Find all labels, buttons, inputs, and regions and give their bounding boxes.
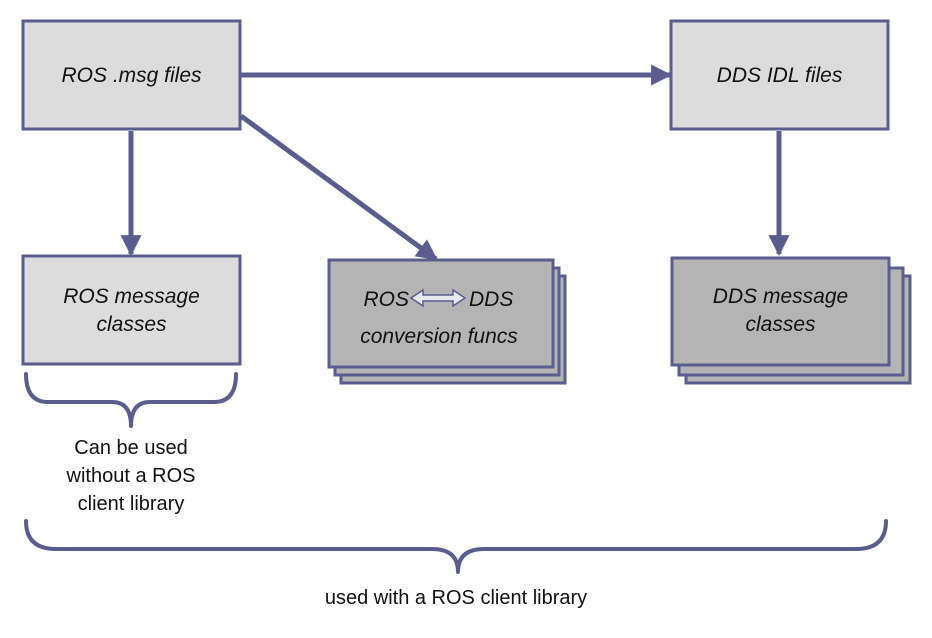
ros-message-classes-line1: ROS message xyxy=(63,285,200,308)
stack-layer-front xyxy=(670,256,891,367)
arrows xyxy=(120,64,790,262)
dds-message-classes-line2: classes xyxy=(745,313,816,336)
conversion-ros-label: ROS xyxy=(363,288,409,311)
arrow-msg-to-conversion xyxy=(239,113,438,262)
node-ros-message-classes: ROS message classes xyxy=(21,254,242,366)
node-conversion-funcs: ROS DDS conversion funcs xyxy=(327,258,567,385)
node-dds-idl-files: DDS IDL files xyxy=(669,19,890,131)
ros-msg-files-label: ROS .msg files xyxy=(61,64,202,87)
dds-idl-files-label: DDS IDL files xyxy=(717,64,843,87)
dds-message-classes-line1: DDS message xyxy=(713,285,848,308)
brace-small xyxy=(24,372,238,428)
annotation-line2: without a ROS xyxy=(66,465,196,487)
double-arrow-icon xyxy=(409,288,467,308)
ros-message-classes-line2: classes xyxy=(96,313,167,336)
annotation-without-client-lib: Can be used without a ROS client library xyxy=(66,437,196,515)
annotation-with-client-lib: used with a ROS client library xyxy=(325,587,587,609)
conversion-funcs-label: conversion funcs xyxy=(360,325,518,348)
node-dds-message-classes: DDS message classes xyxy=(670,256,912,385)
node-ros-msg-files: ROS .msg files xyxy=(21,19,242,131)
annotation-line3: client library xyxy=(78,493,185,515)
brace-large xyxy=(24,519,888,574)
stack-layer-front xyxy=(327,258,555,369)
conversion-dds-label: DDS xyxy=(469,288,513,311)
annotation-line1: Can be used xyxy=(74,437,187,459)
